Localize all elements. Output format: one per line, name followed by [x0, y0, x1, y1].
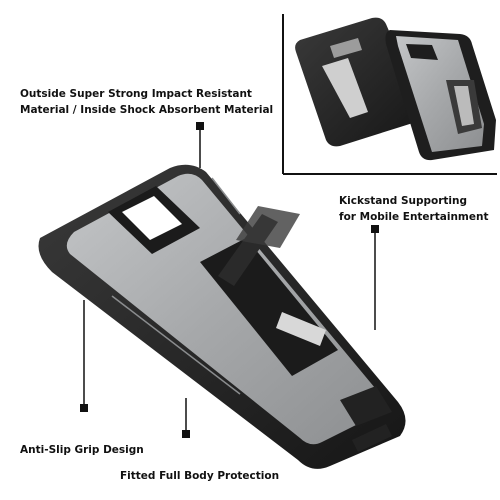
callouts	[80, 122, 379, 438]
inset-silver-case	[385, 30, 496, 161]
main-case	[38, 164, 406, 469]
impact-label-line-1: Outside Super Strong Impact Resistant	[20, 88, 252, 100]
grip-label: Anti-Slip Grip Design	[20, 444, 144, 456]
impact-label-line-2: Material / Inside Shock Absorbent Materi…	[20, 104, 274, 116]
kickstand-label-line-2: for Mobile Entertainment	[339, 211, 489, 223]
kickstand-label-line-1: Kickstand Supporting	[339, 195, 468, 207]
kickstand-label: Kickstand Supporting for Mobile Entertai…	[339, 193, 488, 225]
fitted-protection-label: Fitted Full Body Protection	[120, 470, 280, 482]
callout-marker-grip	[80, 404, 88, 412]
impact-resistant-label: Outside Super Strong Impact Resistant Ma…	[20, 86, 273, 118]
callout-marker-kickstand	[371, 225, 379, 233]
callout-marker-fitted	[182, 430, 190, 438]
callout-marker-impact	[196, 122, 204, 130]
inset-frame	[282, 14, 497, 175]
